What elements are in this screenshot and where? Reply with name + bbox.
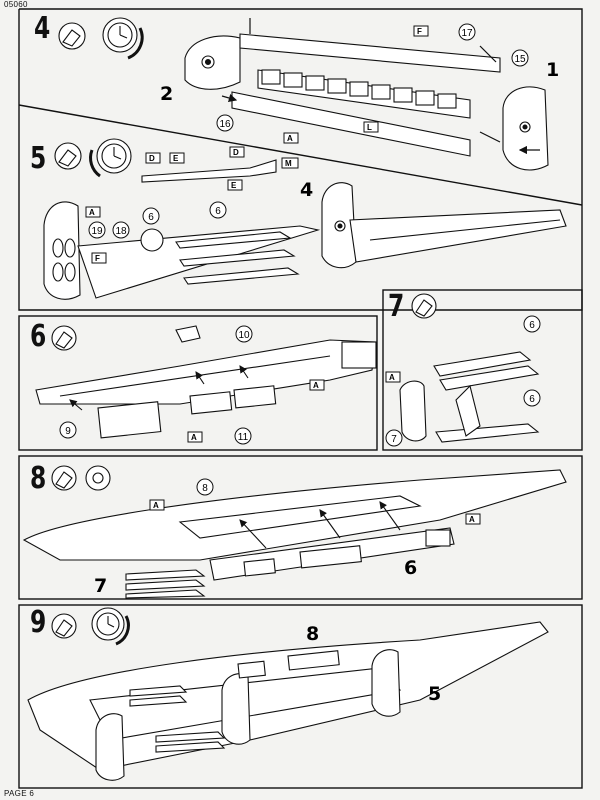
step8-illustration bbox=[22, 465, 567, 599]
step-number-7: 7 bbox=[388, 289, 405, 324]
callout-16: 16 bbox=[219, 119, 231, 130]
callout-8: 8 bbox=[202, 483, 208, 494]
tag-D2: D bbox=[233, 148, 239, 157]
step-number-4: 4 bbox=[34, 11, 51, 46]
callout-10: 10 bbox=[238, 330, 250, 341]
callout-18: 18 bbox=[115, 226, 127, 237]
step6-illustration bbox=[35, 325, 377, 439]
callout-19: 19 bbox=[91, 226, 103, 237]
tag-A1: A bbox=[153, 501, 159, 510]
callout-15: 15 bbox=[514, 54, 526, 65]
callout-6b: 6 bbox=[215, 206, 221, 217]
step6-labels: 10 9 11 A A bbox=[59, 325, 325, 445]
part-number-8: 8 bbox=[306, 623, 319, 645]
tag-A: A bbox=[287, 134, 293, 143]
tag-A: A bbox=[389, 373, 395, 382]
callout-9: 9 bbox=[65, 426, 71, 437]
step-number-9: 9 bbox=[30, 605, 47, 640]
part-number-2: 2 bbox=[160, 83, 173, 105]
tag-F: F bbox=[417, 27, 422, 36]
step5-illustration bbox=[43, 138, 567, 300]
callout-6a: 6 bbox=[529, 320, 535, 331]
step-number-5: 5 bbox=[30, 141, 47, 176]
part-number-1: 1 bbox=[546, 59, 559, 81]
part-number-5: 5 bbox=[428, 683, 441, 705]
tag-A1: A bbox=[191, 433, 197, 442]
page-number: PAGE 6 bbox=[4, 789, 35, 798]
part-number-6: 6 bbox=[404, 557, 417, 579]
callout-6a: 6 bbox=[148, 212, 154, 223]
step-number-8: 8 bbox=[30, 461, 47, 496]
tag-A: A bbox=[89, 208, 95, 217]
tag-A2: A bbox=[469, 515, 475, 524]
tag-F: F bbox=[95, 254, 100, 263]
step9-labels: 8 5 bbox=[306, 623, 441, 705]
step4-labels: 17 15 16 1 2 F L A bbox=[160, 23, 559, 144]
tag-M: M bbox=[285, 159, 292, 168]
callout-7: 7 bbox=[391, 434, 397, 445]
part-number-4: 4 bbox=[300, 179, 313, 201]
document-code: 05060 bbox=[4, 0, 28, 9]
tag-A2: A bbox=[313, 381, 319, 390]
callout-11: 11 bbox=[238, 432, 249, 443]
tag-E1: E bbox=[173, 154, 179, 163]
callout-17: 17 bbox=[461, 28, 473, 39]
step9-illustration bbox=[27, 607, 549, 781]
step4-illustration bbox=[58, 17, 549, 171]
tag-E2: E bbox=[231, 181, 237, 190]
panel-frames bbox=[18, 8, 583, 789]
callout-6b: 6 bbox=[529, 394, 535, 405]
step7-illustration bbox=[399, 293, 540, 443]
step-number-6: 6 bbox=[30, 319, 47, 354]
step7-labels: 6 6 7 A bbox=[385, 315, 541, 447]
step8-labels: 8 7 6 A A bbox=[94, 478, 481, 597]
tag-L: L bbox=[367, 123, 372, 132]
part-number-7: 7 bbox=[94, 575, 107, 597]
step5-labels: 6 6 19 18 4 A F D E D M E bbox=[85, 146, 313, 264]
tag-D1: D bbox=[149, 154, 155, 163]
